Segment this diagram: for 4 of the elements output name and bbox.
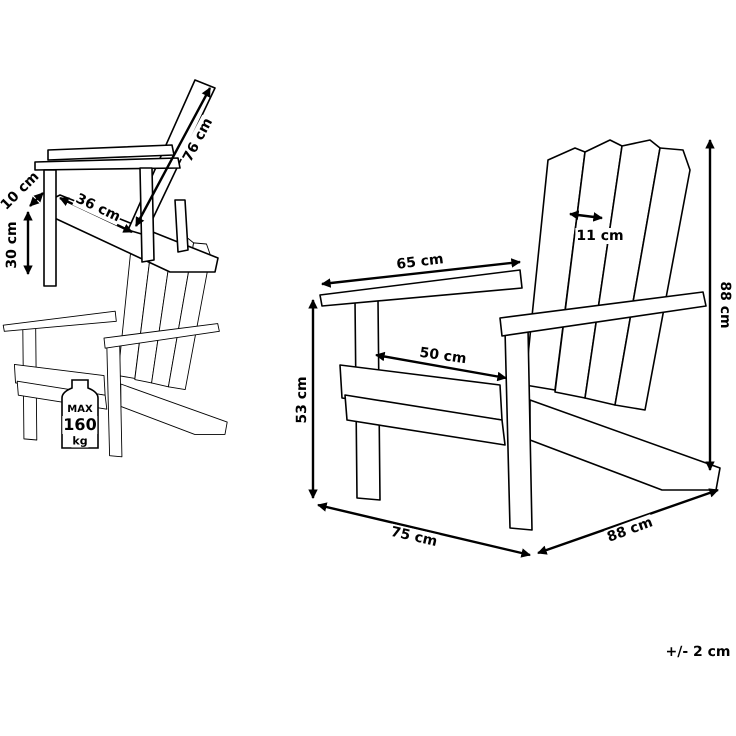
tolerance-note: +/- 2 cm (664, 644, 732, 660)
dimension-label: 11 cm (575, 228, 625, 244)
weight-label: 160 (62, 416, 98, 434)
weight-label: kg (71, 434, 89, 448)
